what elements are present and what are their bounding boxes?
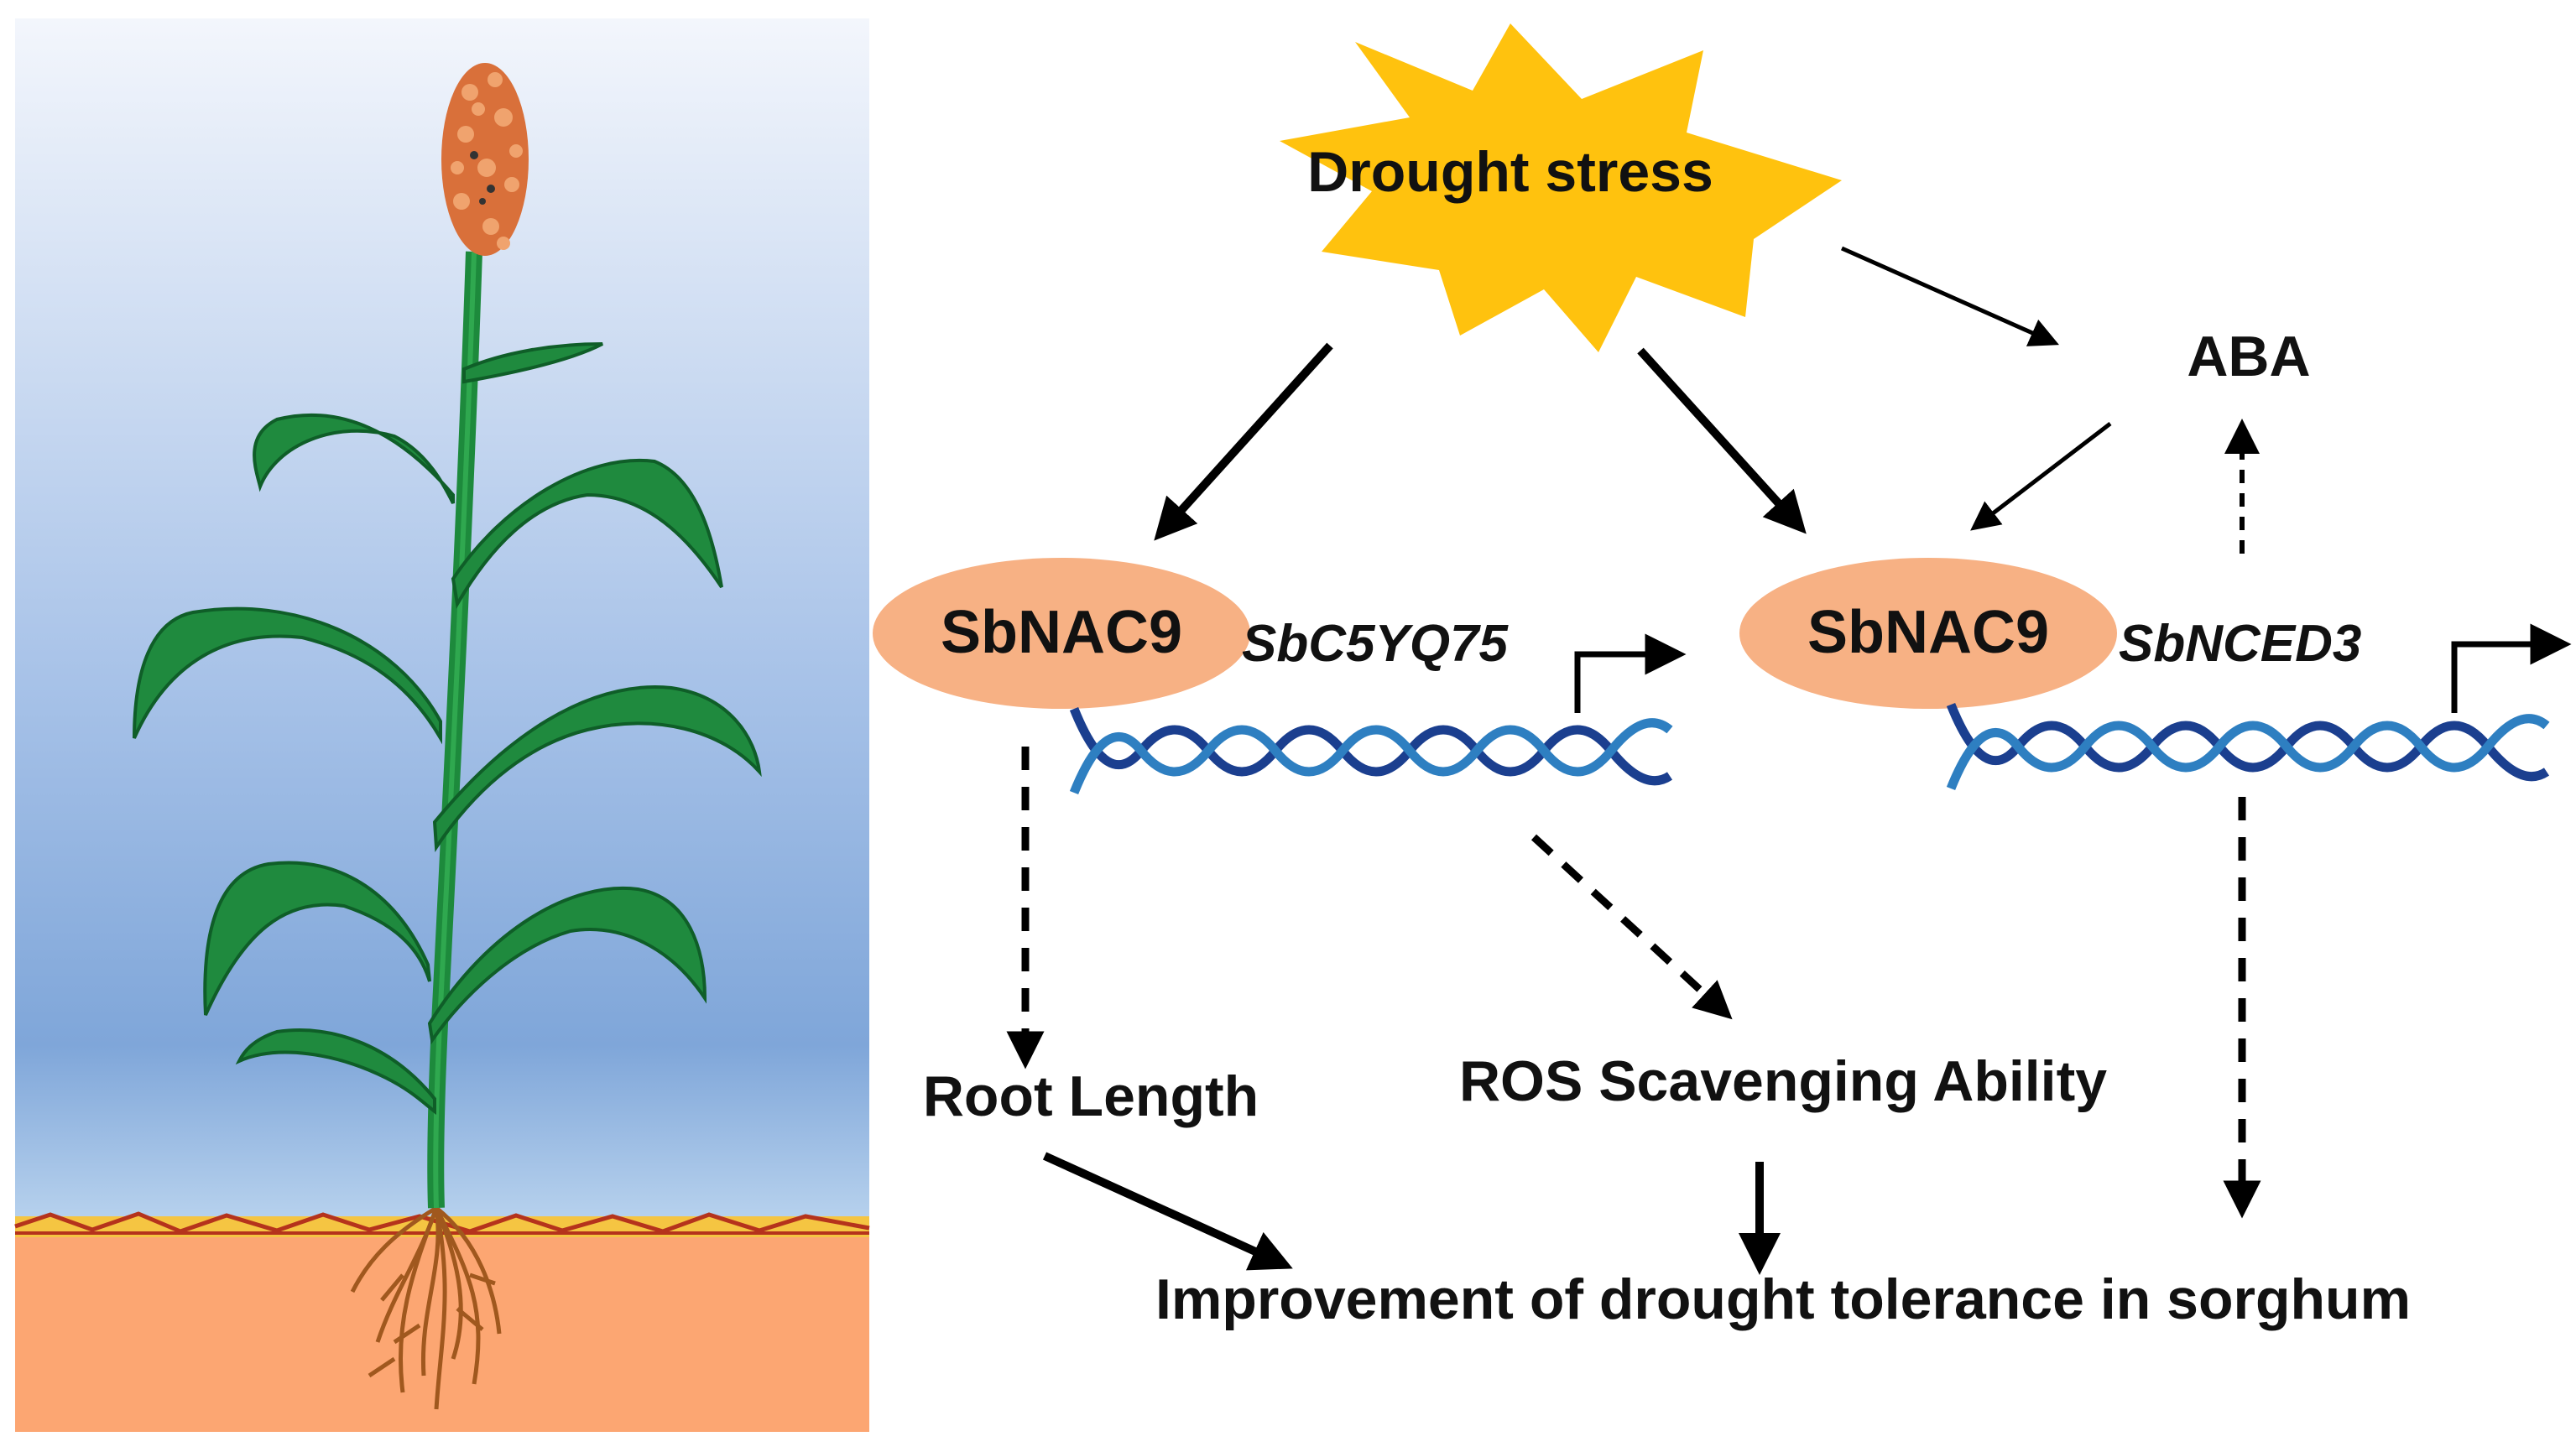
promoter-arrow-icon (2451, 623, 2572, 713)
sbnac9-right-protein (1739, 558, 2117, 709)
drought-stress-label: Drought stress (1307, 140, 1713, 204)
final-arrows (1042, 1152, 1781, 1275)
leaves (133, 342, 762, 1116)
left-regulation: SbNAC9 SbC5YQ75 (873, 558, 1687, 795)
sbnac9-left-protein (873, 558, 1250, 709)
sbnac9-left-label: SbNAC9 (941, 599, 1182, 666)
root-length-label: Root Length (923, 1064, 1259, 1128)
right-regulation: SbNAC9 SbNCED3 (1739, 558, 2572, 791)
starburst-icon (1280, 23, 1842, 352)
final-outcome-label: Improvement of drought tolerance in sorg… (1155, 1267, 2411, 1331)
aba-label: ABA (2187, 325, 2310, 388)
dna-helix-icon (1946, 702, 2550, 791)
sbc5yq75-gene-label: SbC5YQ75 (1242, 615, 1510, 673)
drought-stress-node: Drought stress (1280, 23, 1842, 352)
dna-helix-icon (1069, 706, 1673, 795)
promoter-arrow-icon (1574, 633, 1687, 713)
root-system (350, 1205, 502, 1410)
plant-panel (14, 18, 870, 1432)
sorghum-panicle (441, 63, 529, 256)
downstream-arrows (1006, 747, 2261, 1219)
stress-arrows (1154, 246, 2260, 554)
sbnced3-gene-label: SbNCED3 (2119, 615, 2361, 673)
sbnac9-right-label: SbNAC9 (1807, 599, 2049, 666)
ros-scavenging-label: ROS Scavenging Ability (1459, 1049, 2107, 1113)
